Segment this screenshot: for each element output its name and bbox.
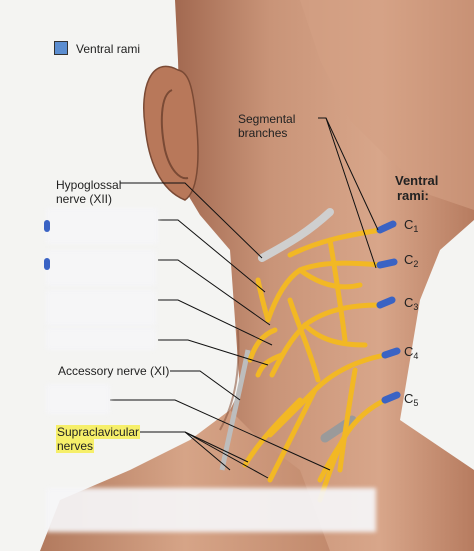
leader-blur-2: [158, 259, 271, 326]
plexus-loop-3: [287, 297, 321, 383]
c1-trunk: [287, 227, 383, 258]
leader-supraclavicular-2: [184, 431, 249, 463]
leader-blur-4: [158, 339, 269, 366]
hidden-label-3: [46, 290, 156, 326]
hypoglossal-nerve: [258, 208, 334, 262]
lesser-occipital: [255, 277, 271, 323]
plexus-loop-1: [297, 267, 363, 290]
legend-swatch: [54, 41, 68, 55]
leader-accessory: [170, 370, 241, 401]
hidden-label-2: [46, 250, 156, 286]
phrenic: [337, 367, 358, 473]
hidden-label-6: [46, 488, 376, 532]
great-auricular: [247, 327, 278, 363]
plexus-loop-2: [302, 322, 368, 348]
jaw-shadow: [300, 0, 474, 210]
ramus-label-c4: C4: [404, 344, 419, 362]
ventral-heading-line1: Ventral: [395, 173, 439, 188]
legend-label: Ventral rami: [76, 42, 141, 56]
accessory-nerve: [219, 349, 251, 471]
hidden-label-5: [46, 384, 110, 414]
hidden-label-1: [46, 208, 158, 244]
accessory-label: Accessory nerve (XI): [58, 364, 170, 378]
ear: [143, 65, 199, 201]
ear-inner: [160, 89, 189, 180]
leader-blur-1: [158, 219, 266, 293]
neck-contour: [219, 329, 240, 431]
supraclavicular-branch-1: [242, 397, 303, 468]
cervical-plexus: [242, 227, 388, 503]
ramus-label-c2: C2: [404, 252, 419, 270]
hidden-label-4: [46, 328, 156, 350]
hidden-label-tab-1: [44, 220, 50, 232]
ramus-c1: [376, 220, 397, 234]
transverse-cervical: [255, 352, 285, 378]
supraclavicular-label-line2: nerves: [56, 439, 95, 453]
ramus-label-c1: C1: [404, 217, 419, 235]
ventral-heading-line2: rami:: [397, 188, 429, 203]
ramus-c3: [376, 296, 396, 309]
segmental-label-line1: Segmental: [238, 112, 296, 126]
leader-blur-5: [110, 399, 331, 471]
ramus-c4: [381, 347, 401, 359]
leader-supraclavicular-3: [184, 431, 269, 479]
ramus-c5: [381, 391, 401, 404]
ventral-rami: [376, 220, 401, 404]
plexus-loop-4: [327, 237, 348, 343]
hidden-label-tab-2: [44, 258, 50, 270]
leader-lines: [110, 117, 379, 479]
hypoglossal-label-line2: nerve (XII): [56, 192, 113, 206]
segmental-label-line2: branches: [238, 126, 288, 140]
leader-blur-3: [158, 299, 273, 346]
ramus-label-c3: C3: [404, 295, 419, 313]
ramus-c2: [376, 258, 398, 269]
ramus-label-c5: C5: [404, 391, 419, 409]
leader-hypoglossal: [120, 182, 263, 259]
leader-segmental-2: [325, 117, 377, 269]
supraclavicular-label-line1: Supraclavicular: [56, 425, 141, 439]
supraclavicular-branch-2: [267, 387, 318, 483]
hypoglossal-label-line1: Hypoglossal: [56, 178, 122, 192]
